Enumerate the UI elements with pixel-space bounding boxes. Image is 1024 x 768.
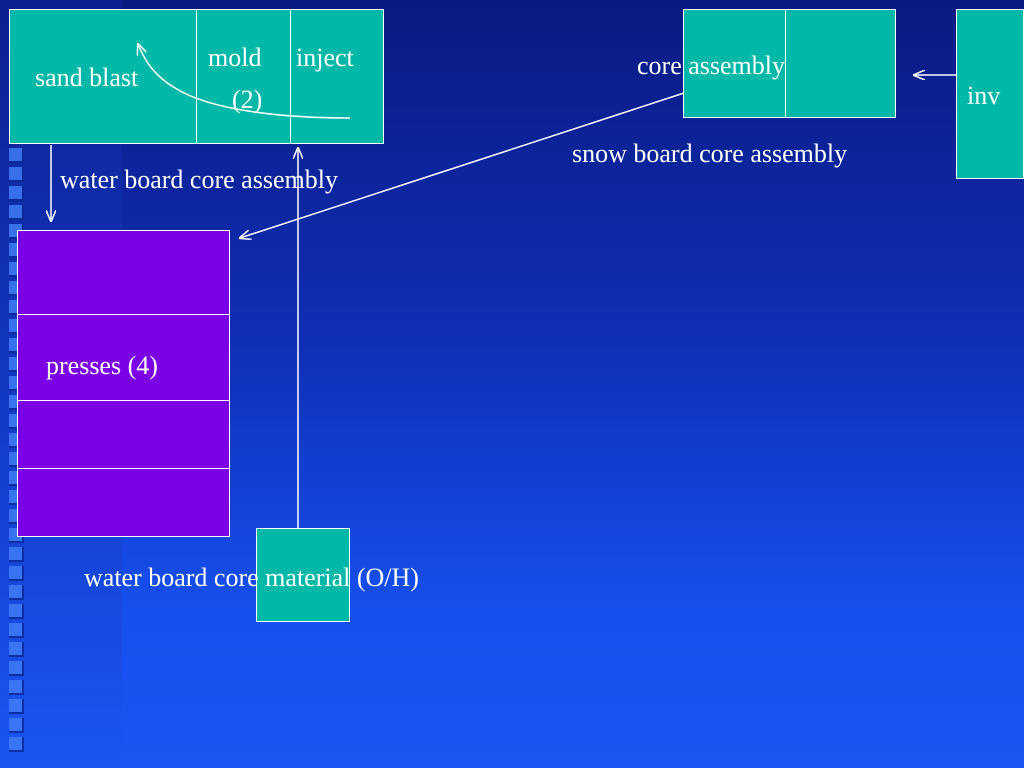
- core-assembly-station-right: [785, 9, 896, 118]
- decor-square: [9, 148, 24, 163]
- decor-square: [9, 623, 24, 638]
- inject-label: inject: [296, 43, 354, 72]
- sand-blast-station: [9, 9, 198, 144]
- press-3: [17, 400, 230, 470]
- snow-board-core-assembly-label: snow board core assembly: [572, 139, 848, 168]
- press-4: [17, 468, 230, 537]
- decor-square: [9, 585, 24, 600]
- arrow-core-assembly-to-presses: [240, 92, 685, 238]
- core-assembly-label: core assembly: [637, 51, 786, 80]
- inject-station: [290, 9, 384, 144]
- mold-label: mold: [208, 43, 262, 72]
- presses-label: presses (4): [46, 351, 158, 380]
- decor-square: [9, 699, 24, 714]
- water-board-core-assembly-label: water board core assembly: [60, 165, 338, 194]
- inventory-label: inv: [967, 81, 1001, 110]
- arrow-mold-to-sandblast: [138, 44, 351, 119]
- inventory-station: [956, 9, 1024, 179]
- decor-square: [9, 642, 24, 657]
- mold-station: [196, 9, 292, 144]
- decor-square: [9, 718, 24, 733]
- press-2: [17, 314, 230, 402]
- core-assembly-station-left: [683, 9, 787, 118]
- decor-square: [9, 167, 24, 182]
- water-board-core-material-station: [256, 528, 350, 622]
- decor-square: [9, 547, 24, 562]
- sand-blast-label: sand blast: [35, 63, 139, 92]
- decor-square: [9, 737, 24, 752]
- water-board-core-material-label: water board core material (O/H): [84, 563, 419, 592]
- decor-square: [9, 186, 24, 201]
- decor-square: [9, 604, 24, 619]
- decor-square: [9, 680, 24, 695]
- decor-square: [9, 566, 24, 581]
- decor-square: [9, 661, 24, 676]
- decor-square: [9, 205, 24, 220]
